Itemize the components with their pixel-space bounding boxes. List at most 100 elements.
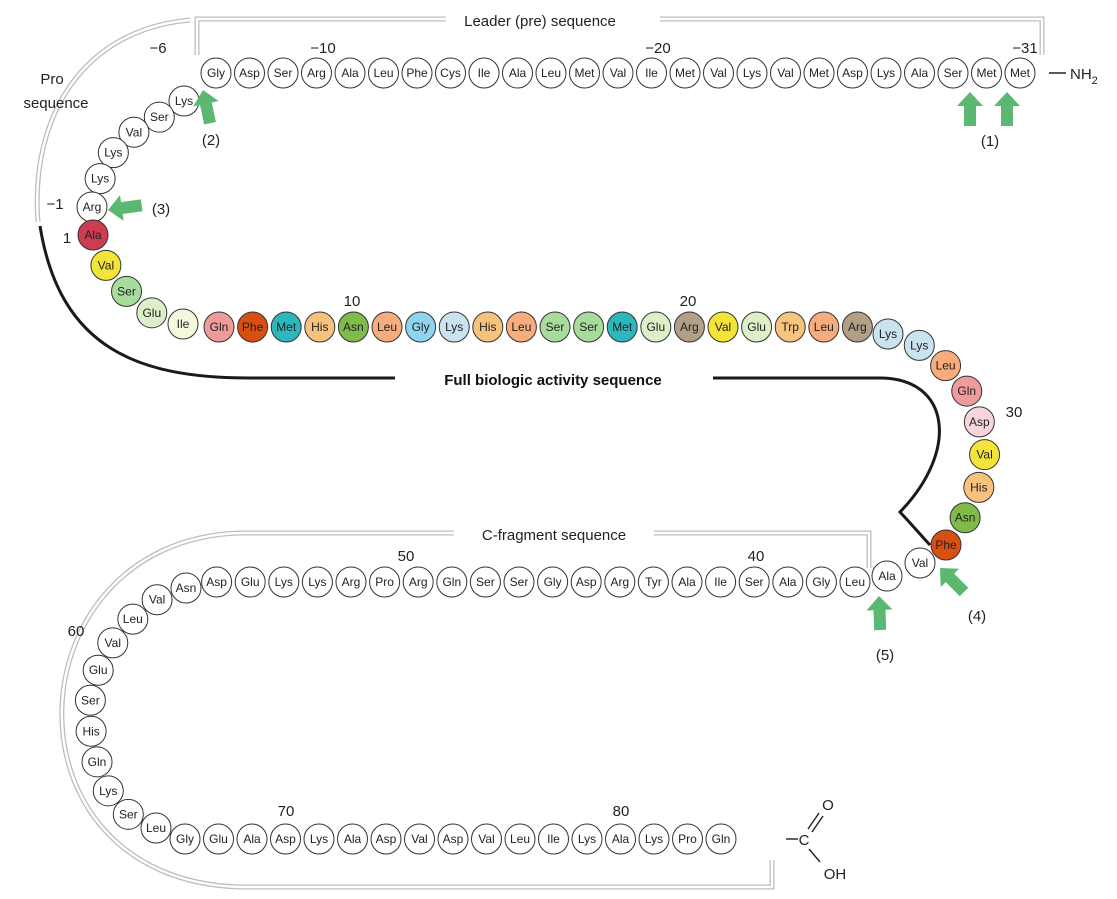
residue-ala[interactable]: Ala — [671, 566, 703, 598]
cleavage-arrow-1b[interactable] — [994, 92, 1020, 126]
residue-his[interactable]: His — [75, 715, 107, 747]
residue-val[interactable]: Val — [471, 823, 502, 855]
residue-asn[interactable]: Asn — [170, 572, 202, 604]
residue-glu[interactable]: Glu — [203, 823, 234, 855]
residue-ser[interactable]: Ser — [143, 101, 175, 133]
residue-lys[interactable]: Lys — [870, 57, 902, 89]
residue-val[interactable]: Val — [703, 57, 734, 89]
residue-ser[interactable]: Ser — [937, 57, 969, 89]
residue-pro[interactable]: Pro — [369, 566, 401, 598]
residue-glu[interactable]: Glu — [640, 311, 672, 343]
residue-leu[interactable]: Leu — [505, 311, 537, 343]
residue-gly[interactable]: Gly — [200, 57, 232, 89]
residue-asp[interactable]: Asp — [837, 57, 868, 89]
residue-lys[interactable]: Lys — [903, 329, 935, 361]
residue-leu[interactable]: Leu — [504, 823, 536, 855]
residue-gln[interactable]: Gln — [203, 311, 235, 343]
cleavage-arrow-4[interactable] — [931, 559, 973, 601]
residue-lys[interactable]: Lys — [92, 775, 124, 807]
residue-asp[interactable]: Asp — [201, 566, 233, 598]
residue-gln[interactable]: Gln — [951, 375, 983, 407]
residue-leu[interactable]: Leu — [808, 311, 840, 343]
residue-leu[interactable]: Leu — [140, 812, 172, 844]
residue-lys[interactable]: Lys — [872, 318, 904, 350]
residue-asn[interactable]: Asn — [949, 502, 981, 534]
residue-ser[interactable]: Ser — [267, 57, 299, 89]
residue-ile[interactable]: Ile — [468, 57, 500, 89]
residue-gly[interactable]: Gly — [405, 311, 437, 343]
full-activity-bracket[interactable] — [38, 225, 941, 547]
cleavage-arrow-5[interactable] — [866, 596, 893, 631]
residue-asp[interactable]: Asp — [370, 823, 402, 855]
residue-arg[interactable]: Arg — [604, 566, 636, 598]
residue-val[interactable]: Val — [90, 249, 122, 281]
residue-ile[interactable]: Ile — [538, 823, 569, 855]
residue-phe[interactable]: Phe — [401, 57, 433, 89]
residue-ile[interactable]: Ile — [705, 566, 737, 598]
residue-pro[interactable]: Pro — [672, 823, 703, 855]
residue-lys[interactable]: Lys — [268, 566, 300, 598]
residue-glu[interactable]: Glu — [136, 297, 168, 329]
residue-arg[interactable]: Arg — [841, 311, 873, 343]
residue-leu[interactable]: Leu — [839, 566, 871, 598]
residue-val[interactable]: Val — [904, 547, 936, 579]
residue-his[interactable]: His — [472, 311, 504, 343]
residue-ser[interactable]: Ser — [573, 311, 605, 343]
residue-val[interactable]: Val — [97, 627, 129, 659]
residue-ser[interactable]: Ser — [503, 566, 535, 598]
residue-met[interactable]: Met — [270, 311, 302, 343]
residue-glu[interactable]: Glu — [741, 311, 773, 343]
residue-ser[interactable]: Ser — [469, 566, 501, 598]
residue-lys[interactable]: Lys — [438, 311, 470, 343]
residue-met[interactable]: Met — [569, 57, 600, 89]
residue-arg[interactable]: Arg — [335, 566, 367, 598]
cleavage-arrow-3[interactable] — [106, 192, 143, 222]
residue-ser[interactable]: Ser — [112, 798, 144, 830]
residue-ser[interactable]: Ser — [111, 275, 143, 307]
residue-ile[interactable]: Ile — [167, 308, 199, 340]
residue-lys[interactable]: Lys — [168, 85, 200, 117]
residue-val[interactable]: Val — [141, 584, 173, 616]
residue-gly[interactable]: Gly — [169, 823, 201, 855]
residue-lys[interactable]: Lys — [301, 566, 333, 598]
residue-ala[interactable]: Ala — [871, 560, 903, 592]
residue-val[interactable]: Val — [770, 57, 801, 89]
residue-gly[interactable]: Gly — [805, 566, 837, 598]
residue-gln[interactable]: Gln — [705, 823, 737, 855]
residue-phe[interactable]: Phe — [930, 529, 962, 561]
residue-lys[interactable]: Lys — [571, 823, 603, 855]
residue-leu[interactable]: Leu — [535, 57, 567, 89]
residue-met[interactable]: Met — [669, 57, 701, 89]
residue-gly[interactable]: Gly — [537, 566, 569, 598]
residue-leu[interactable]: Leu — [117, 603, 149, 635]
residue-his[interactable]: His — [304, 311, 336, 343]
residue-asp[interactable]: Asp — [437, 823, 469, 855]
residue-leu[interactable]: Leu — [368, 57, 399, 89]
residue-lys[interactable]: Lys — [303, 823, 335, 855]
residue-val[interactable]: Val — [118, 116, 150, 148]
residue-glu[interactable]: Glu — [82, 654, 114, 686]
residue-ser[interactable]: Ser — [738, 566, 770, 598]
residue-tyr[interactable]: Tyr — [637, 566, 669, 598]
residue-ala[interactable]: Ala — [236, 823, 268, 855]
residue-leu[interactable]: Leu — [930, 350, 962, 382]
residue-ala[interactable]: Ala — [772, 566, 804, 598]
residue-gln[interactable]: Gln — [436, 566, 468, 598]
residue-leu[interactable]: Leu — [371, 311, 403, 343]
cleavage-arrow-1a[interactable] — [957, 92, 983, 126]
residue-ala[interactable]: Ala — [605, 823, 636, 855]
residue-lys[interactable]: Lys — [736, 57, 768, 89]
residue-lys[interactable]: Lys — [84, 163, 116, 195]
residue-phe[interactable]: Phe — [237, 311, 269, 343]
residue-met[interactable]: Met — [971, 57, 1002, 89]
residue-met[interactable]: Met — [1004, 57, 1036, 89]
residue-arg[interactable]: Arg — [402, 566, 434, 598]
residue-ala[interactable]: Ala — [337, 823, 368, 855]
residue-asn[interactable]: Asn — [337, 311, 369, 343]
residue-ser[interactable]: Ser — [74, 684, 106, 716]
residue-val[interactable]: Val — [969, 439, 1001, 471]
residue-arg[interactable]: Arg — [76, 191, 108, 223]
residue-his[interactable]: His — [963, 471, 995, 503]
residue-ala[interactable]: Ala — [904, 57, 935, 89]
residue-ala[interactable]: Ala — [334, 57, 366, 89]
